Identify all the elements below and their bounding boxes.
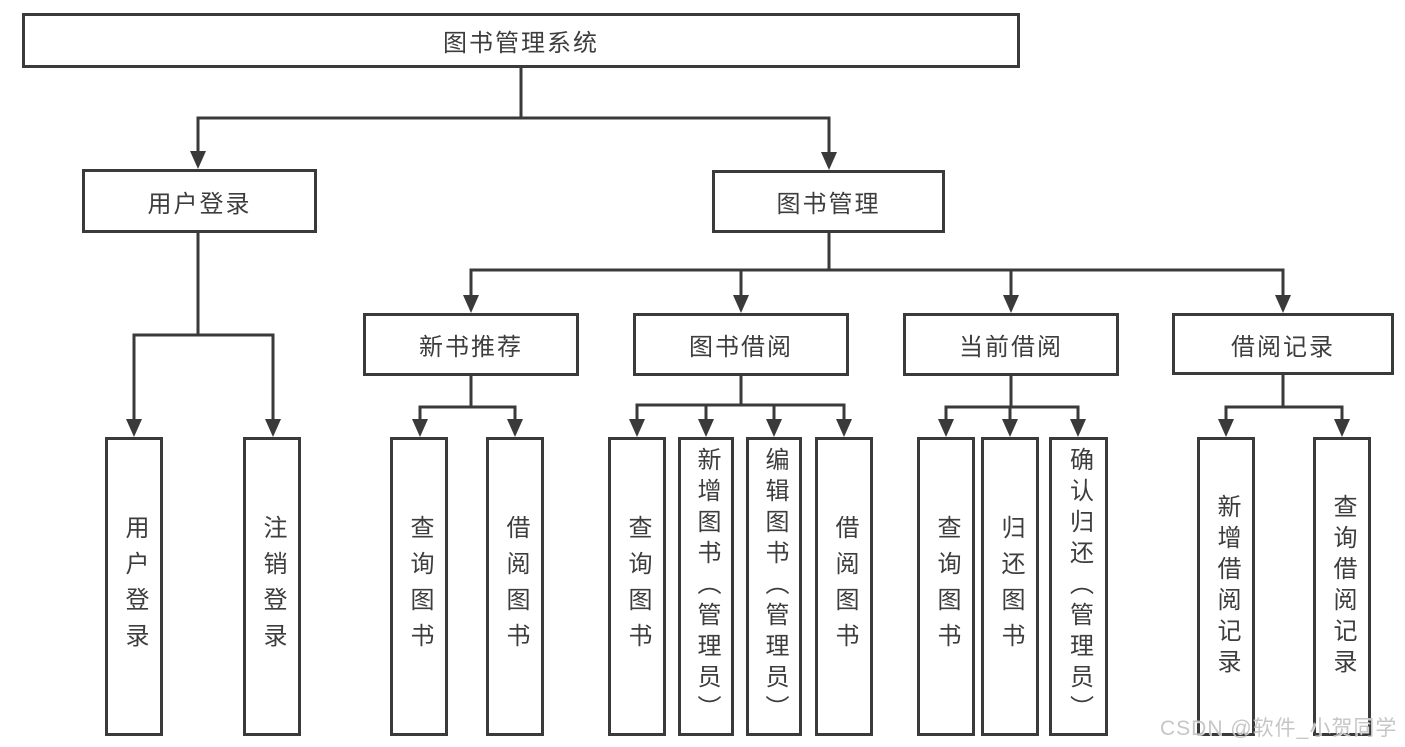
node-leaf-br-query-record: 查询借阅记录 xyxy=(1313,437,1371,736)
node-borrowing-records: 借阅记录 xyxy=(1172,313,1394,375)
node-leaf-nb-borrow-books: 借阅图书 xyxy=(486,437,544,736)
node-leaf-bb-query-books: 查询图书 xyxy=(608,437,666,736)
node-borrowing-records-label: 借阅记录 xyxy=(1231,333,1335,361)
node-book-borrowing: 图书借阅 xyxy=(633,313,849,376)
csdn-watermark: CSDN @软件_小贺同学 xyxy=(1160,717,1398,740)
node-leaf-bb-add-books-admin: 新增图书（管理员） xyxy=(678,437,734,736)
node-leaf-cb-confirm-return-admin: 确认归还（管理员） xyxy=(1049,437,1108,736)
node-leaf-user-login-label: 用户登录 xyxy=(121,514,148,659)
node-leaf-bb-edit-books-admin-label: 编辑图书（管理员） xyxy=(761,447,788,726)
node-leaf-bb-borrow-books: 借阅图书 xyxy=(815,437,873,736)
node-current-borrowing-label: 当前借阅 xyxy=(959,334,1063,361)
node-leaf-cb-query-books: 查询图书 xyxy=(917,437,975,736)
node-book-management: 图书管理 xyxy=(712,170,945,233)
node-leaf-nb-query-books-label: 查询图书 xyxy=(406,514,433,659)
node-leaf-bb-add-books-admin-label: 新增图书（管理员） xyxy=(693,447,720,726)
node-book-management-label: 图书管理 xyxy=(776,191,881,218)
node-leaf-bb-edit-books-admin: 编辑图书（管理员） xyxy=(746,437,802,736)
node-user-login-label: 用户登录 xyxy=(147,190,252,218)
node-leaf-user-login: 用户登录 xyxy=(105,437,163,736)
node-leaf-br-add-record: 新增借阅记录 xyxy=(1197,437,1255,736)
node-leaf-cb-return-books-label: 归还图书 xyxy=(997,514,1024,659)
node-book-borrowing-label: 图书借阅 xyxy=(689,334,793,361)
node-new-book-recommendation-label: 新书推荐 xyxy=(419,334,523,361)
node-leaf-nb-query-books: 查询图书 xyxy=(390,437,448,736)
node-leaf-logout-login: 注销登录 xyxy=(243,437,301,736)
node-leaf-bb-borrow-books-label: 借阅图书 xyxy=(831,514,858,659)
node-new-book-recommendation: 新书推荐 xyxy=(363,313,579,376)
node-current-borrowing: 当前借阅 xyxy=(903,313,1119,376)
node-leaf-cb-query-books-label: 查询图书 xyxy=(933,514,960,659)
node-leaf-br-query-record-label: 查询借阅记录 xyxy=(1329,493,1356,680)
node-leaf-logout-login-label: 注销登录 xyxy=(259,514,286,659)
node-leaf-nb-borrow-books-label: 借阅图书 xyxy=(502,514,529,659)
node-user-login: 用户登录 xyxy=(82,169,317,233)
node-library-management-system-label: 图书管理系统 xyxy=(443,30,599,57)
node-leaf-bb-query-books-label: 查询图书 xyxy=(624,514,651,659)
node-leaf-cb-confirm-return-admin-label: 确认归还（管理员） xyxy=(1065,447,1093,726)
node-library-management-system: 图书管理系统 xyxy=(22,13,1020,68)
node-leaf-cb-return-books: 归还图书 xyxy=(981,437,1039,736)
node-leaf-br-add-record-label: 新增借阅记录 xyxy=(1213,493,1240,680)
